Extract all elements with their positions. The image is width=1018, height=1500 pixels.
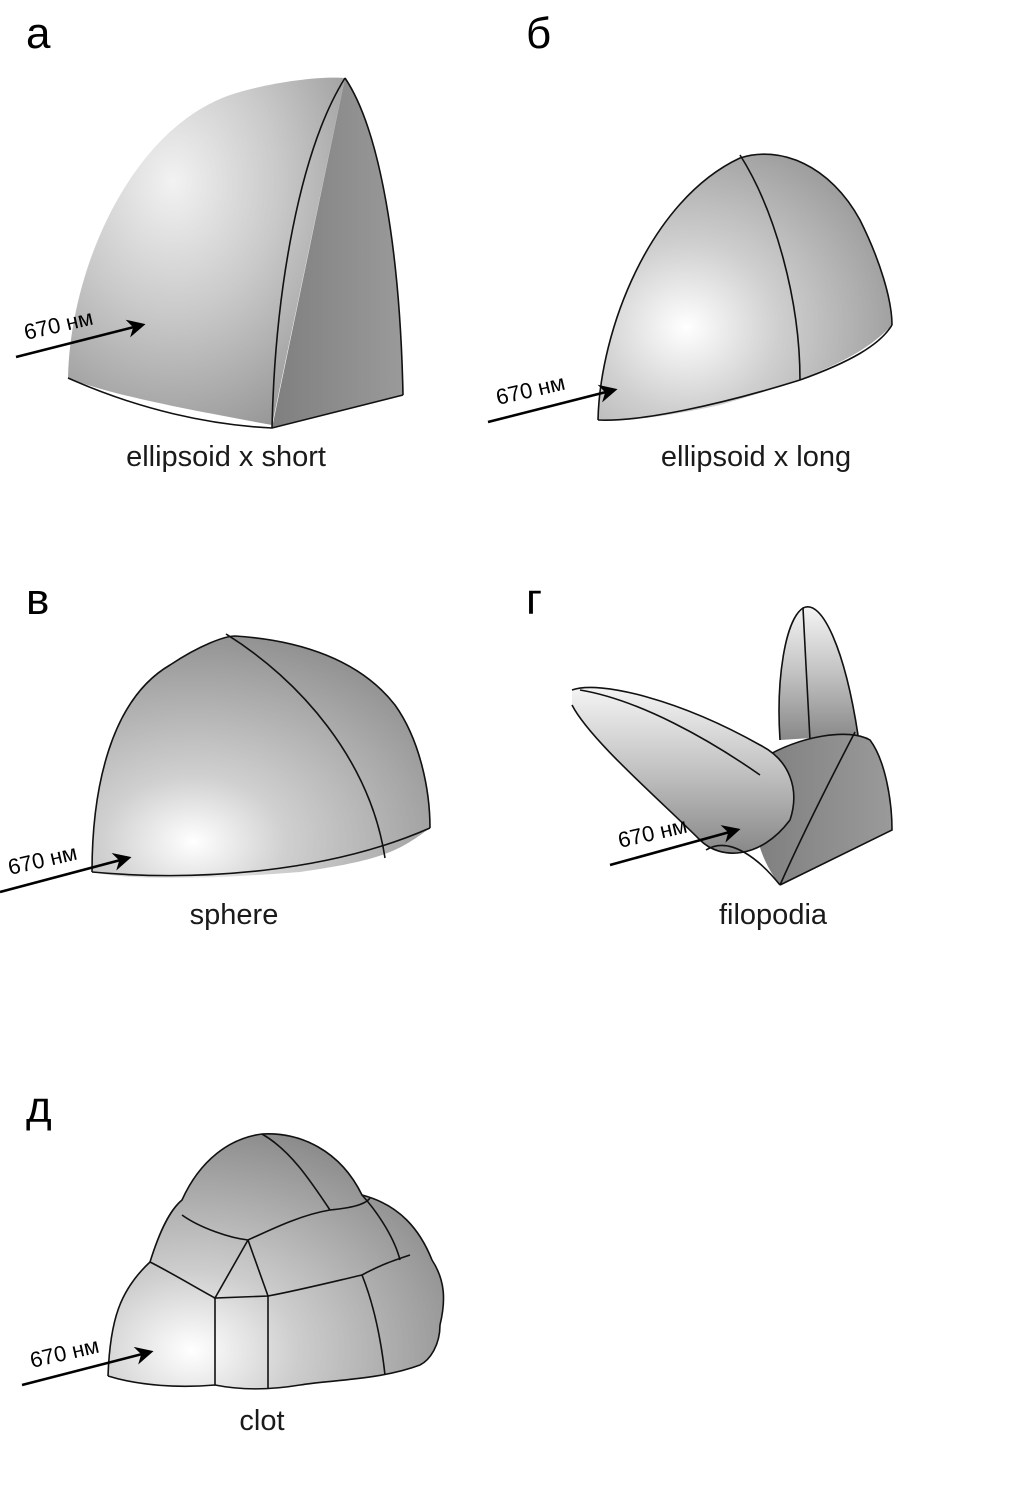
panel-b: б 670 нм ellipsoid x long [487, 9, 893, 473]
incident-arrow-b: 670 нм [487, 370, 618, 424]
caption-a: ellipsoid x short [126, 441, 326, 473]
shape-ellipsoid-long [597, 153, 893, 421]
panel-e: д 670 нм clot [21, 1083, 445, 1437]
caption-e: clot [239, 1405, 284, 1437]
shape-sphere [91, 633, 431, 878]
panel-letter-b: б [526, 9, 551, 58]
caption-c: sphere [190, 899, 279, 931]
panel-a: а 670 нм ellipsoid x short [15, 9, 404, 473]
panel-d: г 670 нм filopodia [526, 575, 893, 931]
shape-clot [107, 1133, 445, 1390]
shape-ellipsoid-short [67, 77, 404, 429]
panel-letter-c: в [26, 575, 49, 624]
shape-filopodia [571, 605, 893, 886]
panel-letter-e: д [26, 1083, 52, 1132]
panel-c: в 670 нм sphere [0, 575, 431, 931]
caption-d: filopodia [719, 899, 828, 931]
panel-letter-a: а [26, 9, 51, 58]
panel-letter-d: г [526, 575, 542, 624]
caption-b: ellipsoid x long [661, 441, 851, 473]
